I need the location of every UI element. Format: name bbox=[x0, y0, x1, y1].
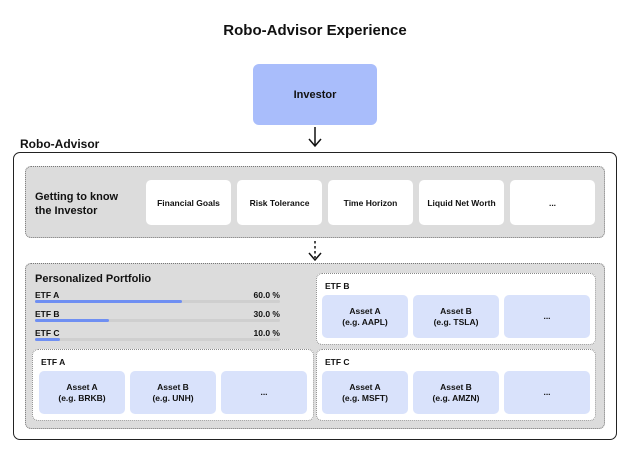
more-factors-card: ... bbox=[510, 180, 595, 225]
etf-b-asset-a: Asset A (e.g. AAPL) bbox=[322, 295, 408, 338]
etf-c-asset-a: Asset A (e.g. MSFT) bbox=[322, 371, 408, 414]
robo-advisor-label: Robo-Advisor bbox=[20, 137, 100, 151]
etf-a-asset-more: ... bbox=[221, 371, 307, 414]
etf-b-asset-b: Asset B (e.g. TSLA) bbox=[413, 295, 499, 338]
allocation-bar-etf-c bbox=[35, 338, 60, 341]
dashed-arrow-to-portfolio bbox=[308, 241, 322, 262]
personalized-portfolio-label: Personalized Portfolio bbox=[35, 273, 152, 285]
allocation-value-etf-c: 10.0 % bbox=[253, 328, 280, 338]
etf-b-title: ETF B bbox=[325, 281, 350, 291]
allocation-bar-etf-a bbox=[35, 300, 182, 303]
liquid-net-worth-card: Liquid Net Worth bbox=[419, 180, 504, 225]
financial-goals-card: Financial Goals bbox=[146, 180, 231, 225]
etf-c-asset-more: ... bbox=[504, 371, 590, 414]
allocation-name-etf-a: ETF A bbox=[35, 290, 60, 300]
getting-to-know-label: Getting to know the Investor bbox=[35, 191, 119, 217]
allocation-track-etf-c bbox=[35, 338, 280, 341]
etf-a-title: ETF A bbox=[41, 357, 66, 367]
allocation-name-etf-c: ETF C bbox=[35, 328, 60, 338]
investor-label: Investor bbox=[293, 88, 337, 101]
etf-a-asset-a: Asset A (e.g. BRKB) bbox=[39, 371, 125, 414]
risk-tolerance-card: Risk Tolerance bbox=[237, 180, 322, 225]
diagram-title: Robo-Advisor Experience bbox=[223, 22, 407, 39]
allocation-value-etf-b: 30.0 % bbox=[253, 309, 280, 319]
allocation-track-etf-b bbox=[35, 319, 280, 322]
etf-c-asset-b: Asset B (e.g. AMZN) bbox=[413, 371, 499, 414]
investor-box: Investor bbox=[253, 64, 377, 125]
etf-b-asset-more: ... bbox=[504, 295, 590, 338]
arrow-investor-to-advisor bbox=[308, 127, 322, 148]
allocation-value-etf-a: 60.0 % bbox=[253, 290, 280, 300]
allocation-name-etf-b: ETF B bbox=[35, 309, 60, 319]
etf-a-asset-b: Asset B (e.g. UNH) bbox=[130, 371, 216, 414]
etf-c-title: ETF C bbox=[325, 357, 350, 367]
time-horizon-card: Time Horizon bbox=[328, 180, 413, 225]
allocation-track-etf-a bbox=[35, 300, 280, 303]
allocation-bar-etf-b bbox=[35, 319, 109, 322]
